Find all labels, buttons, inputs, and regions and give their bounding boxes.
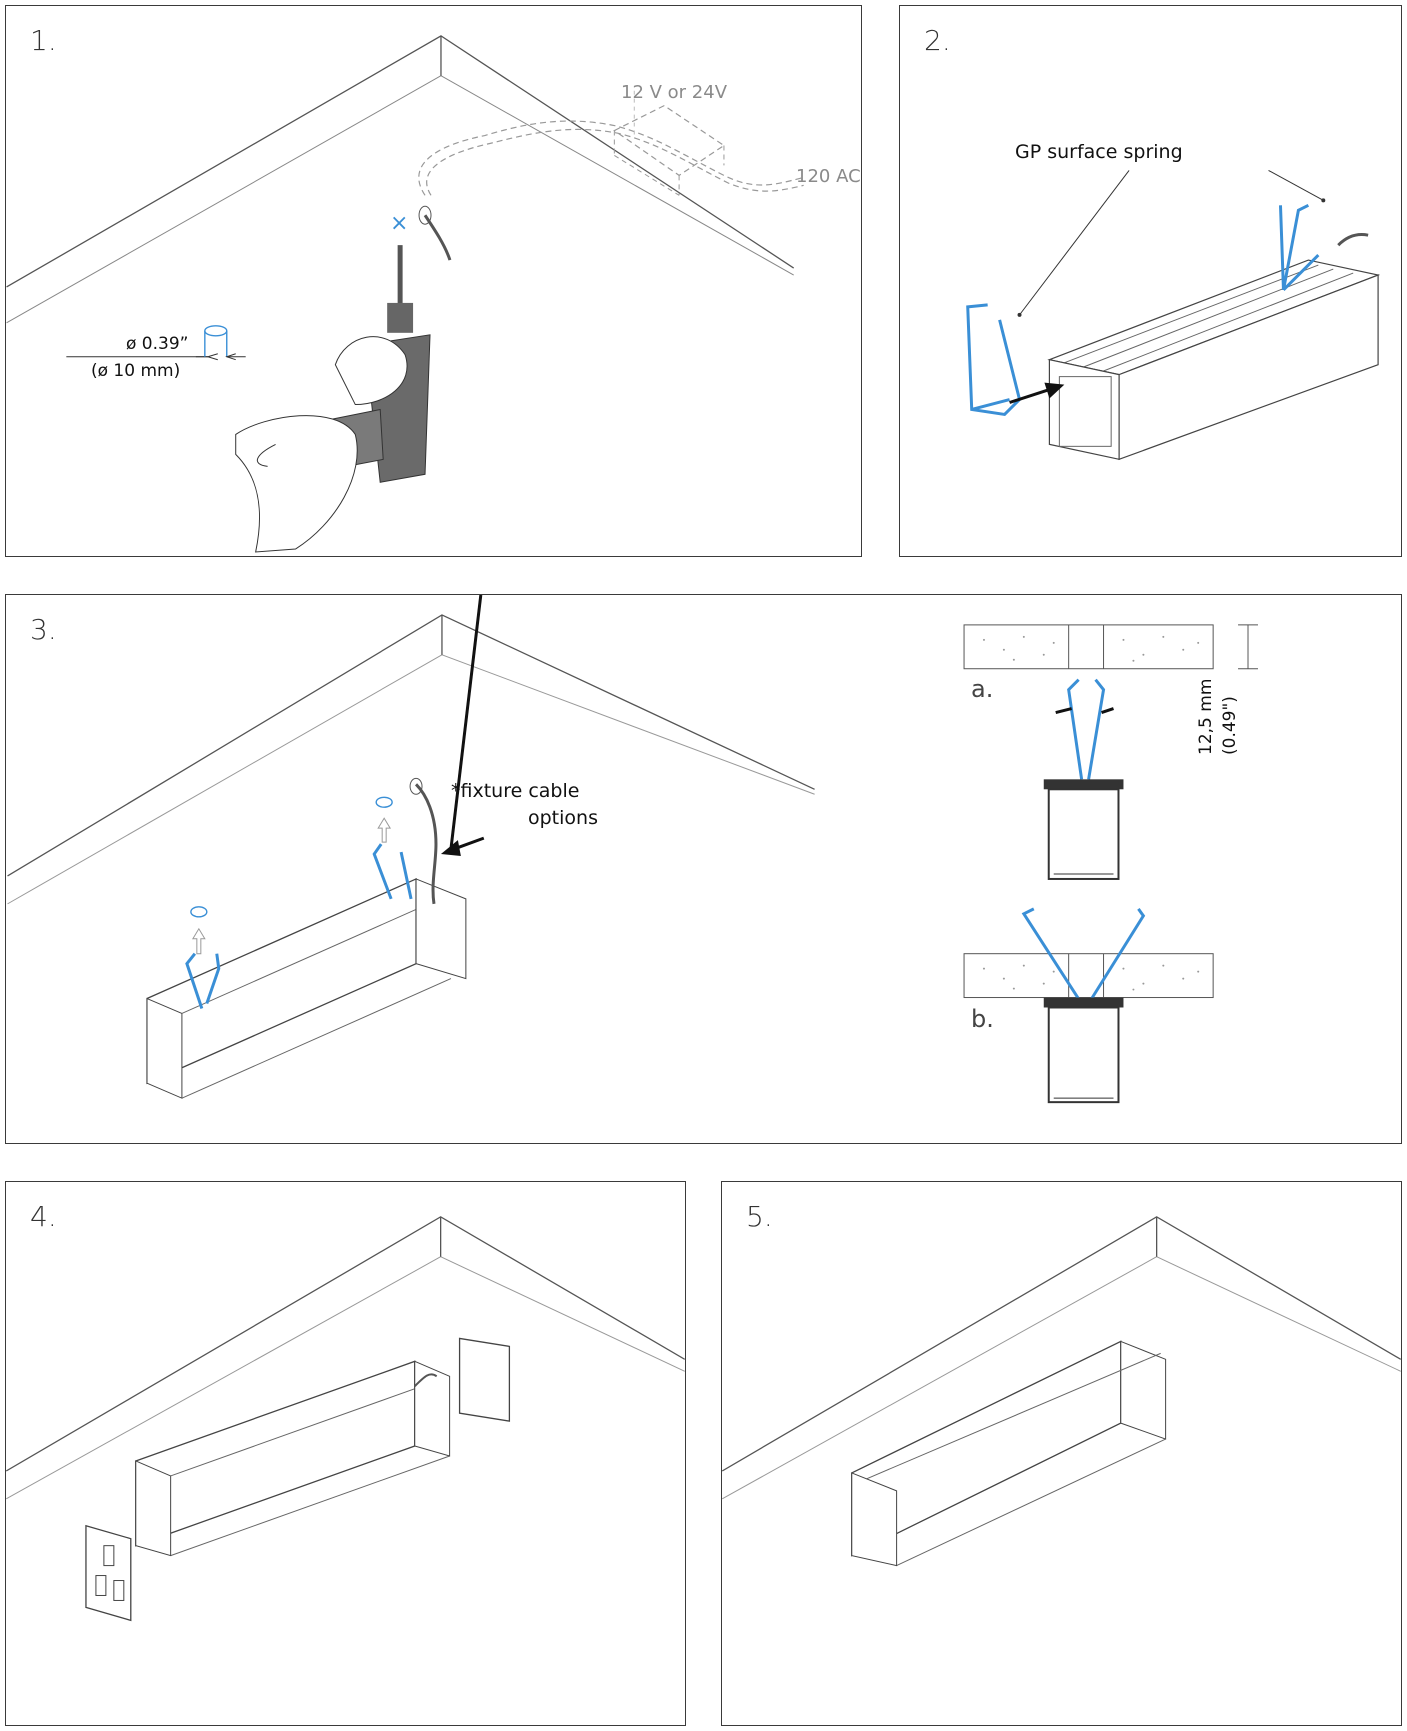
spring-label: GP surface spring [1015, 141, 1183, 163]
step-number: 2. [924, 24, 951, 57]
panel-step-2: 2. GP surface spring [899, 5, 1402, 557]
step-2-illustration [966, 170, 1381, 461]
profile-side [1118, 274, 1379, 461]
junction-box [613, 104, 726, 177]
thickness-mm: 12,5 mm [1196, 678, 1216, 755]
hole-diameter-inch: ø 0.39” [126, 334, 189, 354]
panel-step-3: 3. *fixture cable options a. b. 12,5 mm … [5, 594, 1402, 1144]
profile-end [415, 878, 467, 980]
step-5-illustration [722, 1216, 1401, 1567]
detail-b [963, 907, 1214, 1104]
spring-left [185, 952, 221, 1009]
step-3-illustration [7, 595, 1258, 1104]
voltage-label: 12 V or 24V [621, 82, 728, 103]
step-number: 5. [746, 1200, 773, 1233]
ac-label: 120 AC [796, 166, 861, 187]
step-number: 3. [30, 613, 57, 646]
end-cap-right [458, 1337, 511, 1422]
panel-step-1: 1. 12 V or 24V 120 AC × ø 0.39” (ø 10 mm… [5, 5, 862, 557]
profile-end [414, 1360, 451, 1457]
detail-a [963, 624, 1258, 880]
profile-side [146, 877, 417, 1085]
hidden-cable [418, 120, 804, 196]
step-number: 4. [30, 1200, 57, 1233]
spring-left [966, 303, 1022, 417]
end-cap-left [85, 1524, 132, 1622]
hand-outline [334, 336, 408, 406]
panel-step-5: 5. [721, 1181, 1402, 1726]
detail-b-label: b. [971, 1005, 994, 1033]
cable-options-label-1: *fixture cable [451, 780, 580, 802]
step-4-illustration [6, 1216, 685, 1622]
spring-right [1278, 203, 1320, 292]
ceiling-edge [7, 614, 815, 877]
spring-right [372, 843, 413, 900]
thickness-inch: (0.49") [1220, 696, 1240, 755]
hole-diameter-mm: (ø 10 mm) [91, 361, 181, 381]
drill-point-mark: × [390, 211, 409, 236]
cable-options-label-2: options [528, 807, 598, 829]
panel-step-4: 4. [5, 1181, 686, 1726]
step-number: 1. [30, 24, 57, 57]
detail-a-label: a. [971, 675, 994, 703]
step-1-illustration [6, 35, 804, 553]
